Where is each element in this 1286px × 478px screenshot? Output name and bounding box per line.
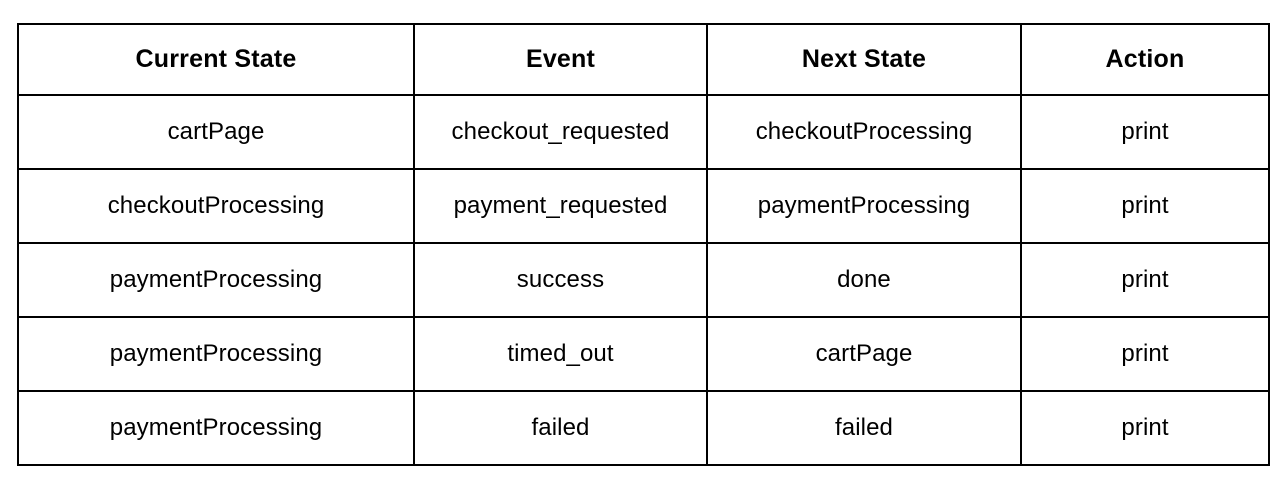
table-row: checkoutProcessing payment_requested pay… [17,168,1270,244]
cell-action: print [1020,242,1270,318]
table-row: paymentProcessing failed failed print [17,390,1270,466]
table-row: cartPage checkout_requested checkoutProc… [17,94,1270,170]
cell-event: timed_out [413,316,708,392]
table-row: paymentProcessing success done print [17,242,1270,318]
cell-event: payment_requested [413,168,708,244]
cell-next-state: paymentProcessing [706,168,1022,244]
cell-event: success [413,242,708,318]
cell-action: print [1020,168,1270,244]
column-header-next-state: Next State [706,23,1022,96]
table-header-row: Current State Event Next State Action [17,23,1270,96]
cell-action: print [1020,390,1270,466]
cell-next-state: checkoutProcessing [706,94,1022,170]
cell-current-state: paymentProcessing [17,242,415,318]
cell-next-state: done [706,242,1022,318]
cell-next-state: failed [706,390,1022,466]
column-header-action: Action [1020,23,1270,96]
table-row: paymentProcessing timed_out cartPage pri… [17,316,1270,392]
cell-current-state: paymentProcessing [17,316,415,392]
cell-current-state: paymentProcessing [17,390,415,466]
cell-action: print [1020,94,1270,170]
column-header-event: Event [413,23,708,96]
cell-current-state: cartPage [17,94,415,170]
table-body: cartPage checkout_requested checkoutProc… [17,94,1270,466]
cell-event: failed [413,390,708,466]
state-transition-table: Current State Event Next State Action ca… [17,23,1270,466]
column-header-current-state: Current State [17,23,415,96]
cell-event: checkout_requested [413,94,708,170]
cell-action: print [1020,316,1270,392]
table-header: Current State Event Next State Action [17,23,1270,96]
cell-current-state: checkoutProcessing [17,168,415,244]
state-transition-table-container: Current State Event Next State Action ca… [17,23,1270,466]
cell-next-state: cartPage [706,316,1022,392]
